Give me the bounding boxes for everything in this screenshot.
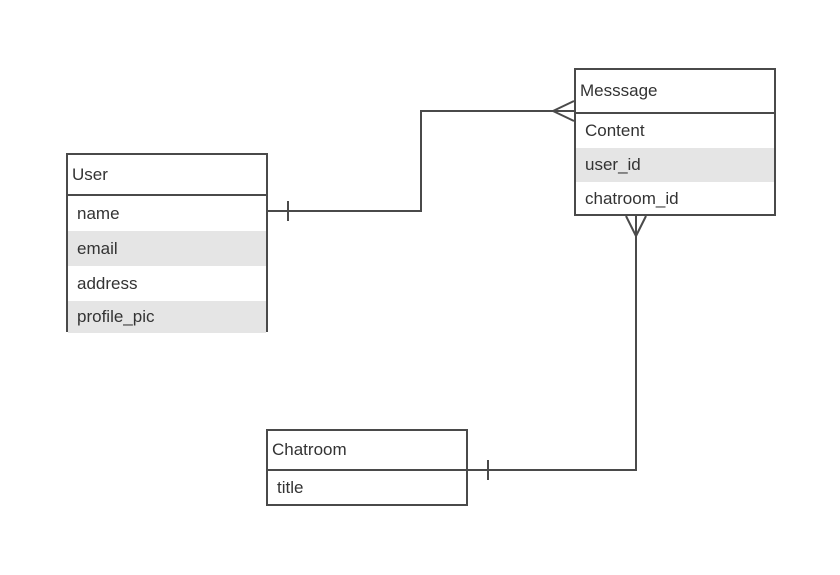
- entity-user-title: User: [68, 155, 266, 196]
- message-many-crowfoot-left: [552, 100, 575, 122]
- field-profile-pic: profile_pic: [68, 301, 266, 333]
- field-chatroom-id: chatroom_id: [585, 189, 679, 208]
- message-many-crowfoot-bottom: [625, 215, 647, 237]
- entity-chatroom-title: Chatroom: [268, 431, 466, 471]
- entity-chatroom[interactable]: Chatroom title: [266, 429, 468, 506]
- field-user-id: user_id: [576, 148, 774, 182]
- chatroom-message-line: [468, 216, 637, 471]
- field-content: Content: [585, 121, 645, 140]
- entity-message-title: Messsage: [576, 70, 774, 114]
- field-name: name: [77, 203, 120, 223]
- entity-user[interactable]: User name email address profile_pic: [66, 153, 268, 333]
- user-message-line: [268, 110, 574, 212]
- field-title: title: [277, 478, 304, 497]
- field-email: email: [68, 231, 266, 266]
- entity-message[interactable]: Messsage Content user_id chatroom_id: [574, 68, 776, 216]
- field-address: address: [77, 273, 138, 293]
